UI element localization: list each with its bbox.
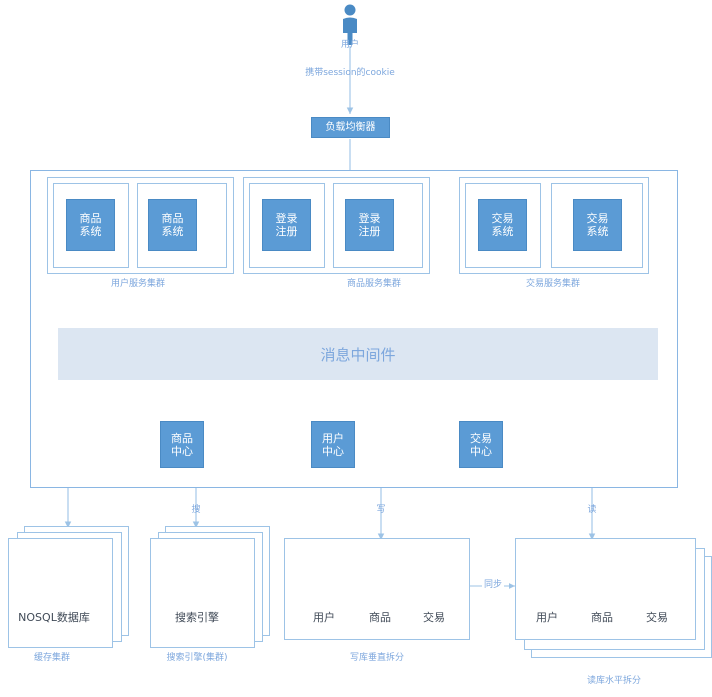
service-cluster-2-label: 商品服务集群 [347, 279, 402, 289]
edge-label-write: 写 [376, 505, 386, 515]
nosql-cache-cluster-label: 缓存集群 [33, 653, 71, 663]
read-db-cyl-label-1: 用户 [536, 611, 558, 624]
actor-label: 用户 [340, 40, 360, 50]
write-db-cyl-label-3: 交易 [423, 611, 445, 624]
edge-label-read: 读 [587, 505, 597, 515]
nosql-cache-title: NOSQL数据库 [18, 611, 90, 624]
search-engine-card [150, 538, 255, 648]
read-db-cyl-label-2: 商品 [591, 611, 613, 624]
edge-label-search: 搜 [191, 505, 201, 515]
service-node-1-1[interactable]: 商品 系统 [66, 199, 115, 251]
service-node-1-2[interactable]: 商品 系统 [148, 199, 197, 251]
service-node-2-2[interactable]: 登录 注册 [345, 199, 394, 251]
user-person-icon [343, 4, 357, 45]
nosql-cache-card [8, 538, 113, 648]
write-db-cluster-label: 写库垂直拆分 [349, 653, 405, 663]
service-cluster-3-label: 交易服务集群 [525, 279, 581, 289]
load-balancer-node[interactable]: 负载均衡器 [311, 117, 390, 138]
service-node-3-2[interactable]: 交易 系统 [573, 199, 622, 251]
read-db-card [515, 538, 696, 640]
service-cluster-1-label: 用户服务集群 [110, 279, 166, 289]
search-engine-title: 搜索引擎 [175, 611, 219, 624]
search-engine-cluster-label: 搜索引擎(集群) [166, 653, 228, 663]
write-db-cyl-label-2: 商品 [369, 611, 391, 624]
service-cluster-1-slot-1 [53, 183, 129, 268]
message-middleware-bar: 消息中间件 [58, 328, 658, 380]
read-db-cyl-label-3: 交易 [646, 611, 668, 624]
center-node-product[interactable]: 商品 中心 [160, 421, 204, 468]
read-db-cluster-label: 读库水平拆分 [586, 676, 642, 686]
write-db-cyl-label-1: 用户 [313, 611, 335, 624]
service-node-2-1[interactable]: 登录 注册 [262, 199, 311, 251]
center-node-trade[interactable]: 交易 中心 [459, 421, 503, 468]
edge-label-sync: 同步 [481, 580, 505, 591]
service-node-3-1[interactable]: 交易 系统 [478, 199, 527, 251]
center-node-user[interactable]: 用户 中心 [311, 421, 355, 468]
write-db-card [284, 538, 470, 640]
session-cookie-label: 携带session的cookie [305, 68, 395, 78]
